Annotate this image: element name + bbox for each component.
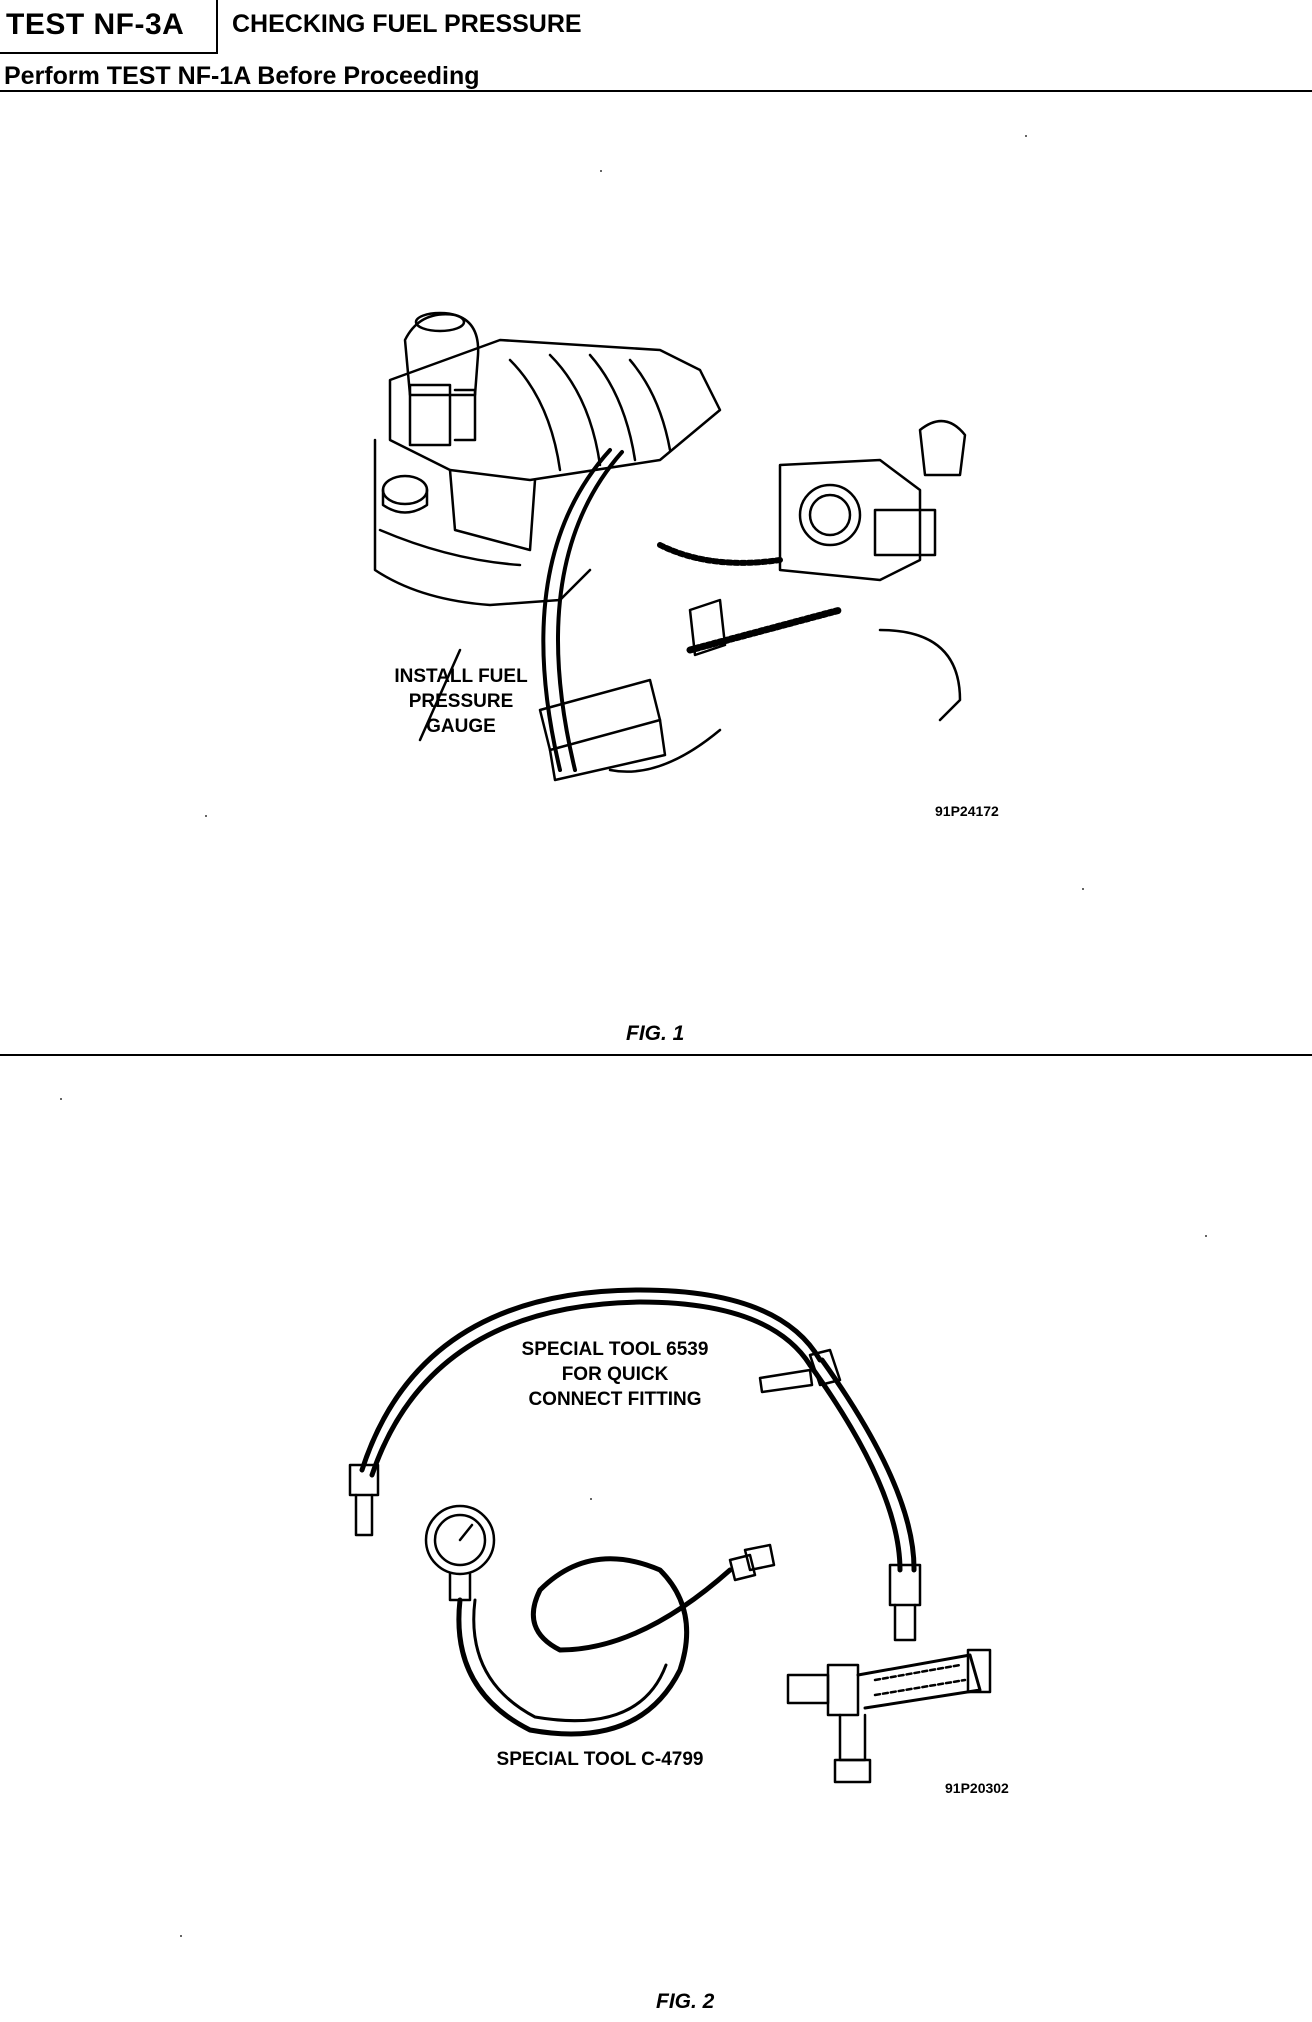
scan-speck — [600, 170, 602, 172]
scan-speck — [1025, 135, 1027, 137]
fig1-callout-line-3: GAUGE — [426, 716, 496, 737]
fig2-callout-top-line-2: FOR QUICK — [561, 1364, 669, 1385]
fig1-code: 91P24172 — [935, 803, 999, 819]
fig2-code: 91P20302 — [945, 1780, 1009, 1796]
fig2-callout-bottom: SPECIAL TOOL C-4799 — [496, 1749, 704, 1770]
fig2-callout-top-line-3: CONNECT FITTING — [528, 1389, 702, 1410]
test-id-box — [0, 0, 218, 54]
test-id: TEST NF-3A — [6, 8, 185, 41]
fig1-callout-line-2: PRESSURE — [408, 691, 514, 712]
scan-speck — [180, 1935, 182, 1937]
subtitle: Perform TEST NF-1A Before Proceeding — [4, 62, 480, 90]
scan-speck — [590, 1498, 592, 1500]
scan-speck — [60, 1098, 62, 1100]
fig1-callout: INSTALL FUEL PRESSURE GAUGE — [376, 664, 546, 739]
fig2-caption: FIG. 2 — [656, 1990, 715, 2013]
hose-gauge-illustration — [348, 1287, 992, 1784]
fig1-callout-line-1: INSTALL FUEL — [394, 666, 528, 687]
figure-divider — [0, 1054, 1312, 1056]
header-rule — [0, 90, 1312, 92]
scan-speck — [1205, 1235, 1207, 1237]
fig2-callout-top-line-1: SPECIAL TOOL 6539 — [521, 1339, 709, 1360]
fig2-callout-top: SPECIAL TOOL 6539 FOR QUICK CONNECT FITT… — [500, 1337, 730, 1412]
scan-speck — [1082, 888, 1084, 890]
fig1-caption: FIG. 1 — [626, 1022, 685, 1045]
test-title: CHECKING FUEL PRESSURE — [232, 10, 582, 38]
engine-illustration — [373, 311, 967, 782]
scan-speck — [205, 815, 207, 817]
